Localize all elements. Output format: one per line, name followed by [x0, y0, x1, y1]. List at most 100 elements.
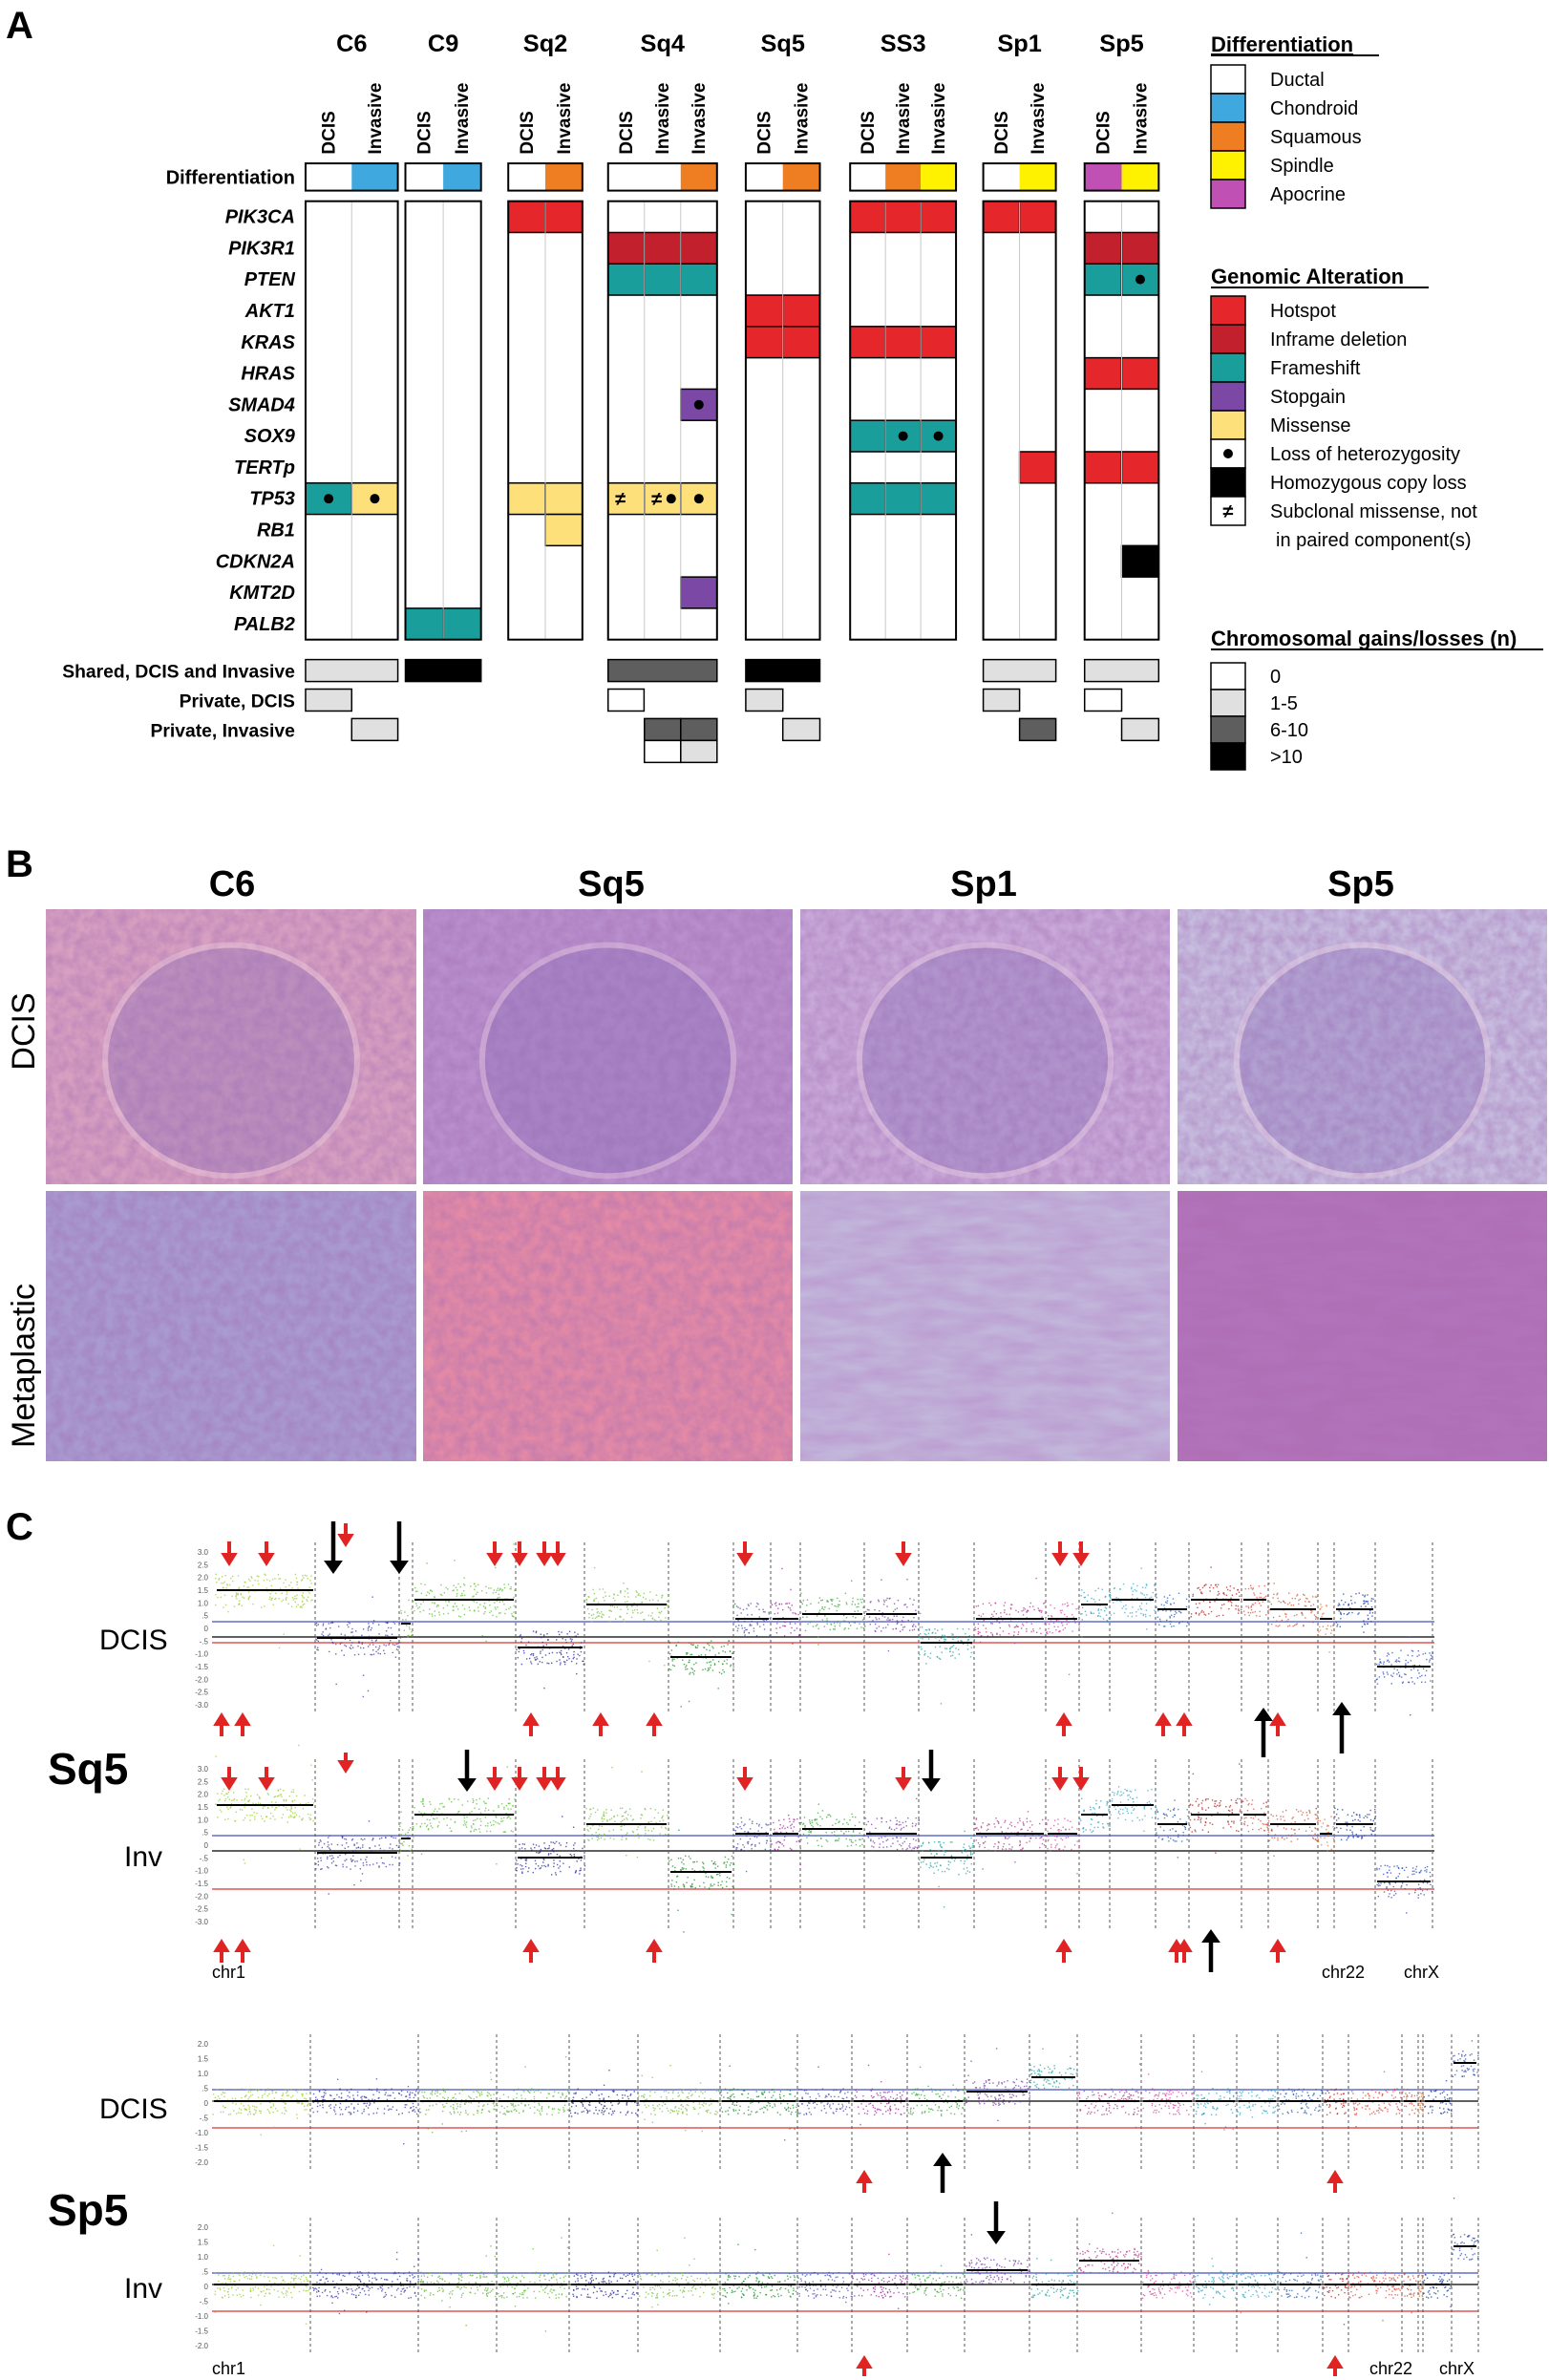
- cn-probe: [1066, 1619, 1068, 1622]
- cn-probe: [522, 2111, 524, 2113]
- cn-probe: [1285, 1613, 1287, 1616]
- cn-probe: [241, 1799, 243, 1801]
- cn-probe: [415, 1823, 418, 1825]
- cn-probe: [560, 1870, 562, 1873]
- cn-probe: [842, 1823, 844, 1825]
- cn-probe: [1265, 1823, 1267, 1826]
- gene-label-cdkn2a: CDKN2A: [216, 551, 295, 572]
- cn-probe: [537, 1663, 540, 1666]
- cn-probe: [1228, 1806, 1231, 1808]
- cn-probe: [372, 2093, 374, 2096]
- cn-probe: [708, 1876, 710, 1879]
- cn-probe: [1013, 1631, 1015, 1633]
- cn-probe: [746, 1850, 748, 1852]
- cn-probe: [291, 1799, 294, 1802]
- cn-probe: [589, 1816, 591, 1817]
- cn-probe: [485, 1640, 487, 1643]
- cn-probe: [1356, 1814, 1358, 1816]
- cn-probe: [736, 1843, 739, 1845]
- cn-probe: [472, 1823, 475, 1825]
- cn-probe: [696, 1647, 699, 1648]
- cn-probe: [1420, 1888, 1422, 1891]
- cn-probe: [938, 1639, 941, 1642]
- cn-probe: [837, 1597, 838, 1600]
- cn-probe: [1161, 1838, 1163, 1840]
- cn-probe: [1260, 1592, 1262, 1595]
- cn-probe: [766, 1835, 768, 1837]
- cn-probe: [318, 1844, 320, 1846]
- cn-probe: [1254, 1602, 1257, 1604]
- cn-probe: [637, 1612, 639, 1614]
- cn-probe: [811, 1821, 814, 1823]
- cn-probe: [367, 1629, 370, 1631]
- cn-probe: [1130, 1791, 1133, 1793]
- cn-probe: [1110, 1800, 1112, 1802]
- cn-probe: [1357, 1818, 1360, 1821]
- cn-probe: [1125, 1604, 1127, 1606]
- cn-probe: [484, 1610, 486, 1613]
- cn-probe: [817, 1602, 820, 1604]
- component-label: Invasive: [653, 83, 673, 155]
- cn-probe: [514, 1826, 517, 1829]
- cn-probe: [918, 1839, 920, 1842]
- legend-cn-swatch: [1210, 742, 1246, 771]
- cn-probe: [281, 1601, 283, 1603]
- cn-probe: [227, 1808, 229, 1810]
- cn-probe: [1308, 1826, 1311, 1829]
- cn-probe: [348, 2111, 350, 2114]
- cn-probe: [846, 1845, 849, 1847]
- cn-probe: [781, 1827, 783, 1829]
- cn-probe: [973, 1657, 975, 1659]
- cn-row-label: Shared, DCIS and Invasive: [62, 663, 295, 683]
- cn-probe: [562, 2093, 563, 2095]
- cn-probe: [1380, 1865, 1382, 1867]
- cn-probe: [674, 1870, 676, 1872]
- cn-probe: [1064, 1817, 1066, 1819]
- cn-probe: [1367, 1618, 1369, 1621]
- cn-probe: [1204, 1820, 1207, 1823]
- cn-probe: [851, 1580, 853, 1583]
- cn-shared-cell: [404, 658, 482, 683]
- cn-probe: [301, 2102, 303, 2105]
- cn-probe: [301, 2103, 304, 2105]
- cn-probe: [330, 1843, 332, 1845]
- cn-probe: [831, 1832, 833, 1834]
- cn-probe: [371, 1596, 373, 1598]
- cn-probe: [1382, 1663, 1385, 1665]
- cn-probe: [406, 1625, 408, 1626]
- cn-probe: [1338, 1610, 1340, 1612]
- cn-probe: [984, 1846, 986, 1849]
- cn-probe: [320, 1840, 322, 1842]
- cn-probe: [539, 1661, 541, 1663]
- cn-probe: [737, 1606, 739, 1608]
- cn-probe: [990, 1616, 992, 1619]
- cn-probe: [957, 1640, 959, 1642]
- cn-probe: [445, 1600, 447, 1603]
- cn-probe: [637, 1833, 639, 1836]
- cn-probe: [360, 2096, 362, 2098]
- cn-probe: [1268, 1839, 1270, 1842]
- cn-probe: [556, 1639, 558, 1641]
- cn-probe: [927, 1632, 930, 1635]
- cn-probe: [311, 1779, 313, 1781]
- cn-probe: [617, 1594, 619, 1596]
- cn-probe: [1065, 1828, 1067, 1831]
- cn-probe: [372, 1653, 375, 1655]
- cn-probe: [598, 1615, 600, 1617]
- cn-probe: [997, 1617, 1000, 1619]
- cn-probe: [1367, 1601, 1369, 1603]
- cn-ytick-label: -2.0: [195, 2158, 208, 2167]
- cn-probe: [1243, 1610, 1245, 1612]
- cn-probe: [505, 1608, 507, 1610]
- cn-probe: [1238, 1591, 1241, 1593]
- cn-probe: [1319, 1626, 1321, 1628]
- cn-probe: [216, 1803, 218, 1806]
- cn-probe: [660, 1826, 663, 1828]
- cn-shared-cell: [607, 658, 718, 683]
- cn-probe: [327, 1845, 329, 1848]
- cn-probe: [1369, 1612, 1371, 1614]
- cn-probe: [937, 1869, 940, 1871]
- cn-probe: [461, 1604, 464, 1606]
- cn-probe: [1136, 1584, 1138, 1587]
- cn-probe: [488, 2111, 491, 2113]
